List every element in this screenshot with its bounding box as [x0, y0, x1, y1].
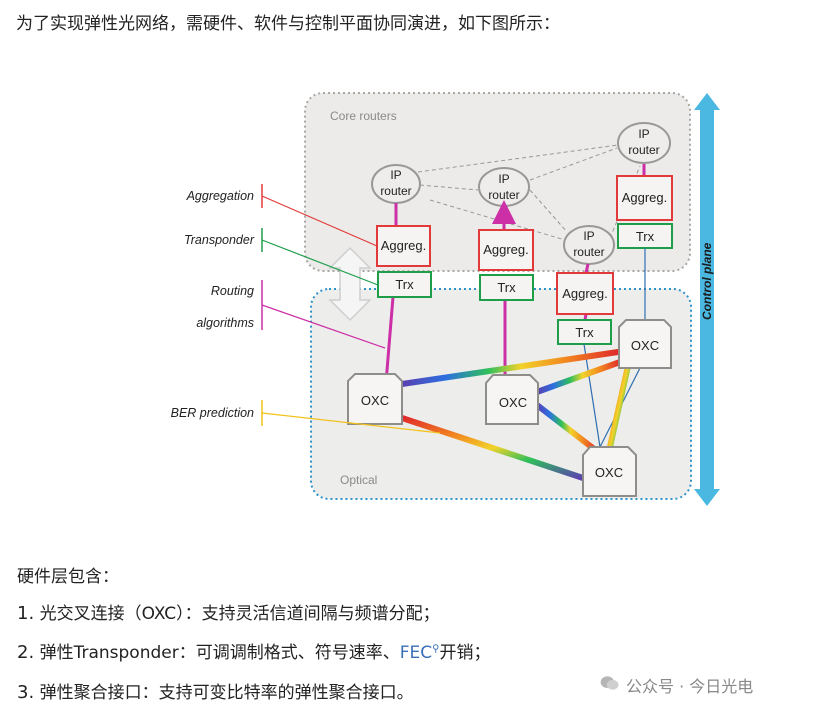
list-item-3: 3. 弹性聚合接口：支持可变比特率的弹性聚合接口。 [17, 682, 414, 703]
svg-text:IP: IP [498, 172, 509, 186]
core-optical-arrow [328, 246, 372, 322]
oxc-node-3: OXC [618, 319, 672, 369]
svg-text:OXC: OXC [361, 393, 389, 408]
label-ber: BER prediction [171, 406, 254, 420]
svg-text:Aggreg.: Aggreg. [622, 190, 668, 205]
elastic-optical-network-diagram: Core routers Optical Control plane IP ro… [171, 92, 720, 506]
ip-router-4: IP router [617, 122, 671, 164]
trx-box-4: Trx [617, 223, 673, 249]
aggreg-box-4: Aggreg. [616, 175, 673, 221]
svg-text:Aggreg.: Aggreg. [381, 238, 427, 253]
trx-box-2: Trx [479, 274, 534, 301]
oxc-node-2: OXC [485, 374, 539, 425]
svg-text:Aggreg.: Aggreg. [562, 286, 608, 301]
label-algorithms: algorithms [196, 316, 254, 330]
watermark: 公众号 · 今日光电 [626, 677, 754, 696]
svg-text:IP: IP [638, 127, 649, 141]
svg-text:OXC: OXC [499, 395, 527, 410]
trx-box-1: Trx [377, 271, 432, 298]
svg-text:IP: IP [390, 168, 401, 182]
aggreg-box-1: Aggreg. [376, 225, 431, 267]
label-transponder: Transponder [184, 233, 255, 247]
fec-link[interactable]: FEC⚲ [399, 643, 440, 663]
list-item-1: 1. 光交叉连接（OXC）：支持灵活信道间隔与频谱分配； [17, 603, 440, 624]
trx-box-3: Trx [557, 319, 612, 345]
ip-router-3: IP router [563, 225, 615, 265]
label-aggregation: Aggregation [186, 189, 254, 203]
oxc-node-4: OXC [582, 446, 637, 497]
svg-text:Trx: Trx [636, 229, 655, 244]
control-plane-label: Control plane [700, 242, 714, 320]
svg-text:IP: IP [583, 229, 594, 243]
ip-router-2: IP router [478, 167, 530, 207]
aggreg-box-3: Aggreg. [556, 272, 614, 315]
svg-text:router: router [573, 245, 604, 259]
hardware-title: 硬件层包含： [17, 567, 119, 587]
wechat-icon [600, 676, 619, 690]
svg-text:router: router [380, 184, 411, 198]
svg-text:router: router [628, 143, 659, 157]
svg-text:Trx: Trx [497, 280, 516, 295]
control-plane-arrow-top [694, 93, 720, 110]
rainbow-links [399, 349, 631, 481]
control-plane-arrow-bottom [694, 489, 720, 506]
intro-text: 为了实现弹性光网络，需硬件、软件与控制平面协同演进，如下图所示： [16, 14, 560, 34]
optical-label: Optical [340, 473, 377, 487]
svg-text:Trx: Trx [575, 325, 594, 340]
oxc-node-1: OXC [347, 373, 403, 425]
svg-text:router: router [488, 188, 519, 202]
core-routers-label: Core routers [330, 109, 397, 123]
svg-text:Trx: Trx [395, 277, 414, 292]
svg-text:OXC: OXC [631, 338, 659, 353]
aggreg-box-2: Aggreg. [478, 229, 534, 271]
svg-text:Aggreg.: Aggreg. [483, 242, 529, 257]
search-icon: ⚲ [432, 643, 440, 655]
ip-router-1: IP router [371, 164, 421, 204]
list-item-2: 2. 弹性Transponder：可调调制格式、符号速率、FEC⚲开销； [17, 642, 491, 663]
svg-text:OXC: OXC [595, 465, 623, 480]
label-routing: Routing [211, 284, 254, 298]
